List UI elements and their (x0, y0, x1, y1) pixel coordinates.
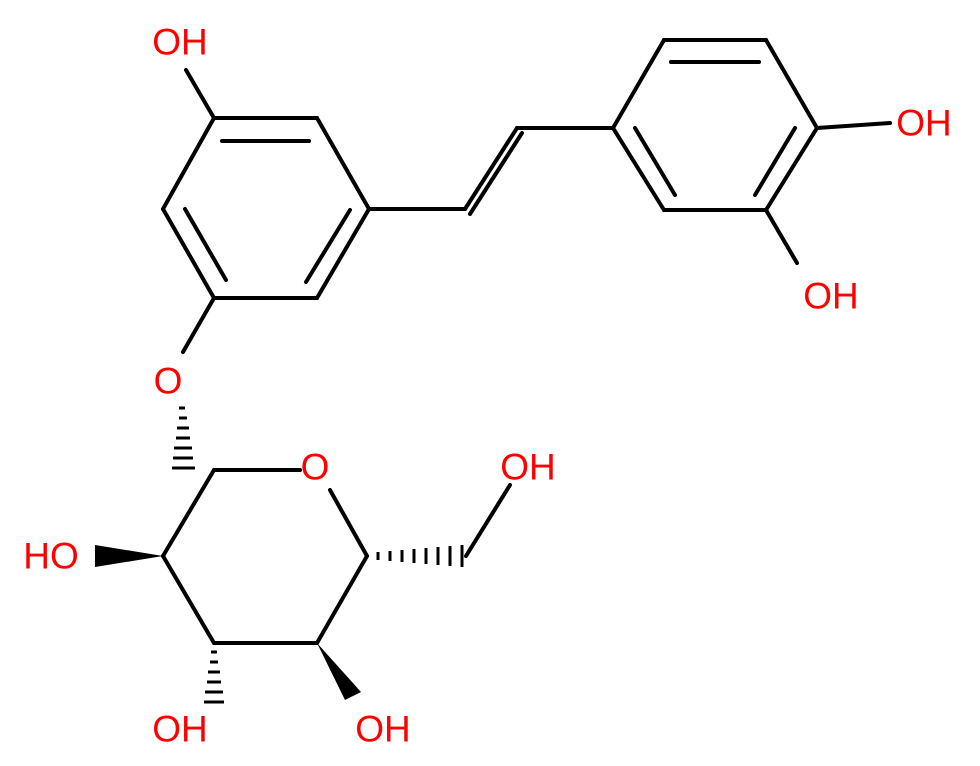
right-benzene-ring (611, 38, 819, 212)
atom-labels: OH OH OH O O OH HO OH OH (23, 22, 952, 750)
glycosidic-bonds (172, 296, 216, 470)
glucose-ring (161, 468, 369, 645)
left-benzene-ring (161, 116, 371, 300)
label-oh-right-lower: OH (803, 276, 859, 317)
wedge-bond-c2 (95, 545, 163, 567)
hashed-bond-c5 (376, 545, 464, 567)
phenol-bonds (184, 68, 892, 265)
hashed-bond-anomeric (172, 406, 195, 470)
label-oh-right-upper: OH (896, 103, 952, 144)
wedge-bond-c4 (317, 643, 361, 700)
label-o-glycosidic: O (154, 361, 183, 402)
label-oh-c4: OH (355, 709, 411, 750)
label-oh-c2: HO (23, 536, 79, 577)
sugar-substituents (95, 483, 512, 704)
label-oh-c3: OH (152, 709, 208, 750)
hashed-bond-c3 (204, 650, 224, 704)
label-oh-top: OH (152, 22, 208, 63)
label-o-ring: O (301, 447, 330, 488)
vinyl-linker (367, 126, 615, 216)
label-oh-ch2: OH (500, 447, 556, 488)
